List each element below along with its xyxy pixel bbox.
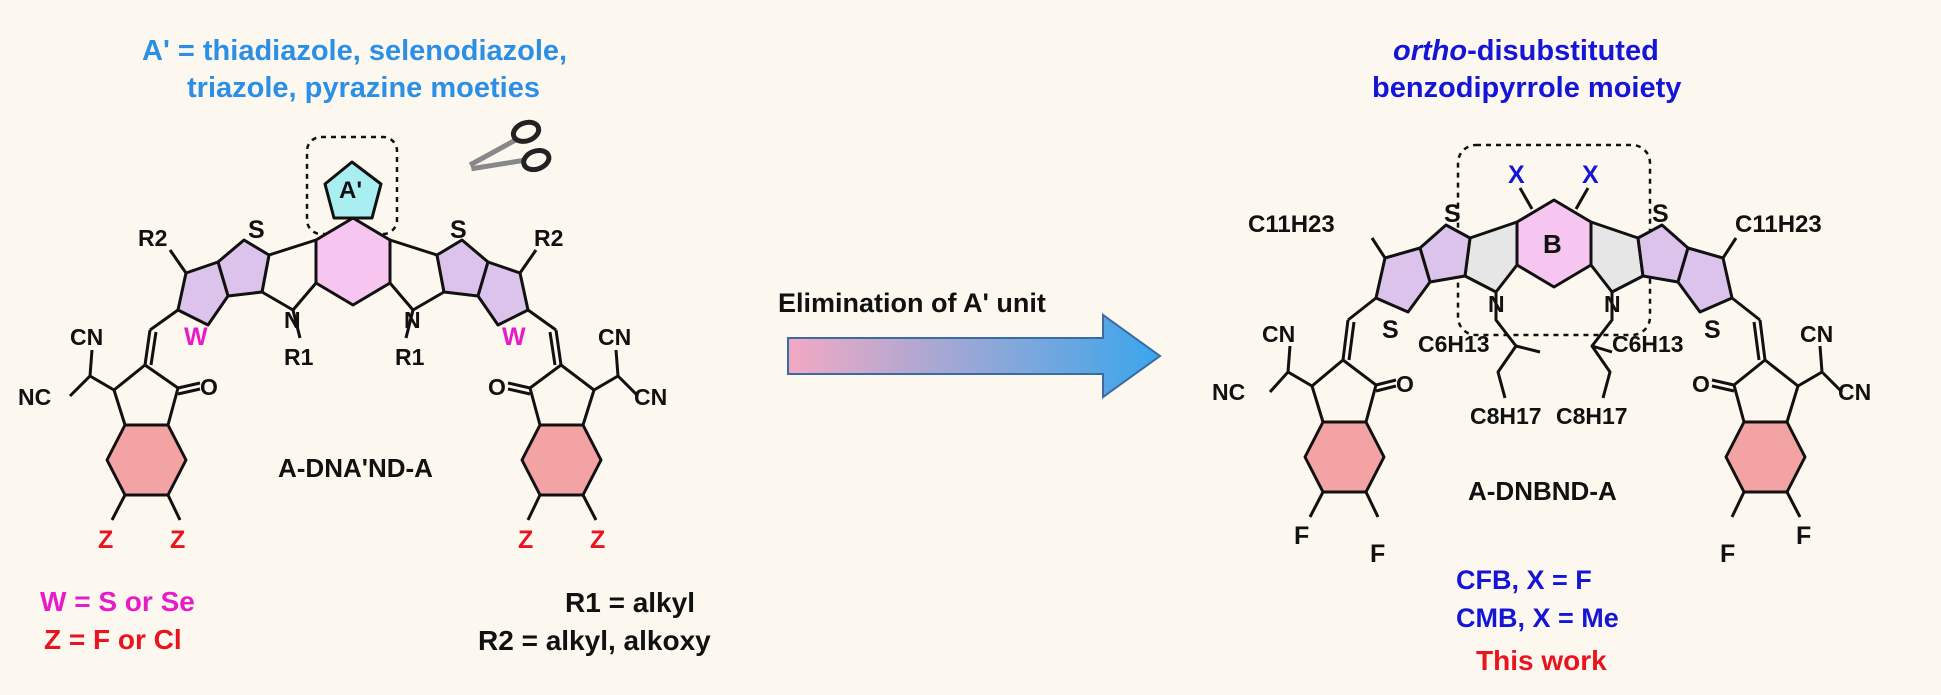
- c8h17-chain: C8H17: [1470, 403, 1542, 429]
- right-atom-labels: B X X S S S S N N C11H23 C11H23 C6H13 C6…: [1212, 161, 1871, 568]
- scissors-icon: [468, 119, 552, 173]
- right-thiophene-outer-2: [1676, 246, 1734, 314]
- left-pyrrole-1: [260, 238, 318, 312]
- f-atom: F: [1294, 522, 1309, 550]
- right-mol-left-benzene: [1303, 420, 1386, 494]
- left-pyrrole-2: [388, 238, 446, 312]
- nc-group: NC: [18, 384, 51, 410]
- b-label: B: [1543, 229, 1562, 259]
- right-mol-left-cyclopentanone: [1310, 358, 1378, 424]
- benzodipyrrole-caption-line2: benzodipyrrole moiety: [1372, 72, 1682, 104]
- s-atom: S: [1704, 316, 1721, 344]
- s-atom: S: [1444, 200, 1461, 228]
- w-atom: W: [502, 323, 526, 351]
- x-atom: X: [1582, 161, 1599, 189]
- a-prime-caption-line2: triazole, pyrazine moeties: [187, 72, 540, 104]
- n-atom: N: [404, 307, 421, 333]
- z-atom: Z: [590, 526, 605, 554]
- f-atom: F: [1720, 540, 1735, 568]
- a-prime-dashed-box: [305, 135, 399, 236]
- cmb-definition: CMB, X = Me: [1456, 603, 1619, 633]
- this-work-label: This work: [1476, 645, 1607, 676]
- transformation-arrow: [787, 313, 1162, 399]
- left-atom-labels: A' S S W W N N R1 R1 R2 R2 CN NC CN CN O…: [18, 177, 711, 656]
- w-definition: W = S or Se: [40, 586, 195, 617]
- r2-definition: R2 = alkyl, alkoxy: [478, 625, 711, 656]
- o-atom: O: [1396, 371, 1414, 397]
- r1-substituent: R1: [284, 344, 314, 370]
- o-atom: O: [488, 374, 506, 400]
- n-atom: N: [284, 307, 301, 333]
- a-prime-caption-line1: A' = thiadiazole, selenodiazole,: [142, 35, 568, 67]
- arrow-label: Elimination of A' unit: [778, 288, 1046, 318]
- z-atom: Z: [518, 526, 533, 554]
- c11h23-chain: C11H23: [1735, 211, 1822, 238]
- cn-group: CN: [1800, 321, 1833, 347]
- ortho-italic: ortho: [1393, 35, 1468, 67]
- right-thiophene-outer-1: [1374, 246, 1432, 314]
- n-atom: N: [1604, 291, 1621, 317]
- r1-definition: R1 = alkyl: [565, 587, 695, 618]
- r1-substituent: R1: [395, 344, 425, 370]
- x-atom: X: [1508, 161, 1525, 189]
- f-atom: F: [1370, 540, 1385, 568]
- right-end-cyclopentanone: [528, 363, 596, 427]
- right-pyrrole-1: [1463, 220, 1519, 294]
- z-definition: Z = F or Cl: [44, 624, 182, 655]
- right-molecule: [1268, 143, 1844, 518]
- r2-substituent: R2: [534, 225, 563, 251]
- left-end-cyclopentanone: [112, 363, 180, 427]
- o-atom: O: [1692, 371, 1710, 397]
- left-molecule-name: A-DNA'ND-A: [278, 453, 433, 483]
- a-prime-label: A': [339, 177, 362, 204]
- left-end-benzene: [105, 423, 188, 497]
- cn-group: CN: [70, 324, 103, 350]
- s-atom: S: [1382, 316, 1399, 344]
- z-atom: Z: [98, 526, 113, 554]
- cfb-definition: CFB, X = F: [1456, 565, 1592, 595]
- disubstituted-text: -disubstituted: [1467, 35, 1659, 67]
- right-end-benzene: [520, 423, 603, 497]
- z-atom: Z: [170, 526, 185, 554]
- nc-group: NC: [1212, 379, 1245, 405]
- right-pyrrole-2: [1589, 220, 1645, 294]
- right-mol-right-cyclopentanone: [1732, 358, 1800, 424]
- left-thiophene-outer-1: [176, 260, 230, 327]
- left-thiophene-outer-2: [476, 260, 530, 327]
- s-atom: S: [248, 216, 265, 244]
- o-atom: O: [200, 374, 218, 400]
- cn-group: CN: [598, 324, 631, 350]
- left-molecule: [68, 135, 640, 521]
- cn-group: CN: [1838, 379, 1871, 405]
- r2-substituent: R2: [138, 225, 167, 251]
- right-mol-right-benzene: [1724, 420, 1807, 494]
- c11h23-chain: C11H23: [1248, 211, 1335, 238]
- cn-group: CN: [1262, 321, 1295, 347]
- f-atom: F: [1796, 522, 1811, 550]
- c6h13-chain: C6H13: [1418, 331, 1490, 357]
- cn-group: CN: [634, 384, 667, 410]
- s-atom: S: [450, 216, 467, 244]
- w-atom: W: [184, 323, 208, 351]
- s-atom: S: [1652, 200, 1669, 228]
- left-core-benzene: [314, 216, 392, 307]
- n-atom: N: [1488, 291, 1505, 317]
- benzodipyrrole-caption-line1: ortho-disubstituted: [1393, 35, 1659, 68]
- right-molecule-name: A-DNBND-A: [1468, 476, 1617, 506]
- c6h13-chain: C6H13: [1612, 331, 1684, 357]
- c8h17-chain: C8H17: [1556, 403, 1628, 429]
